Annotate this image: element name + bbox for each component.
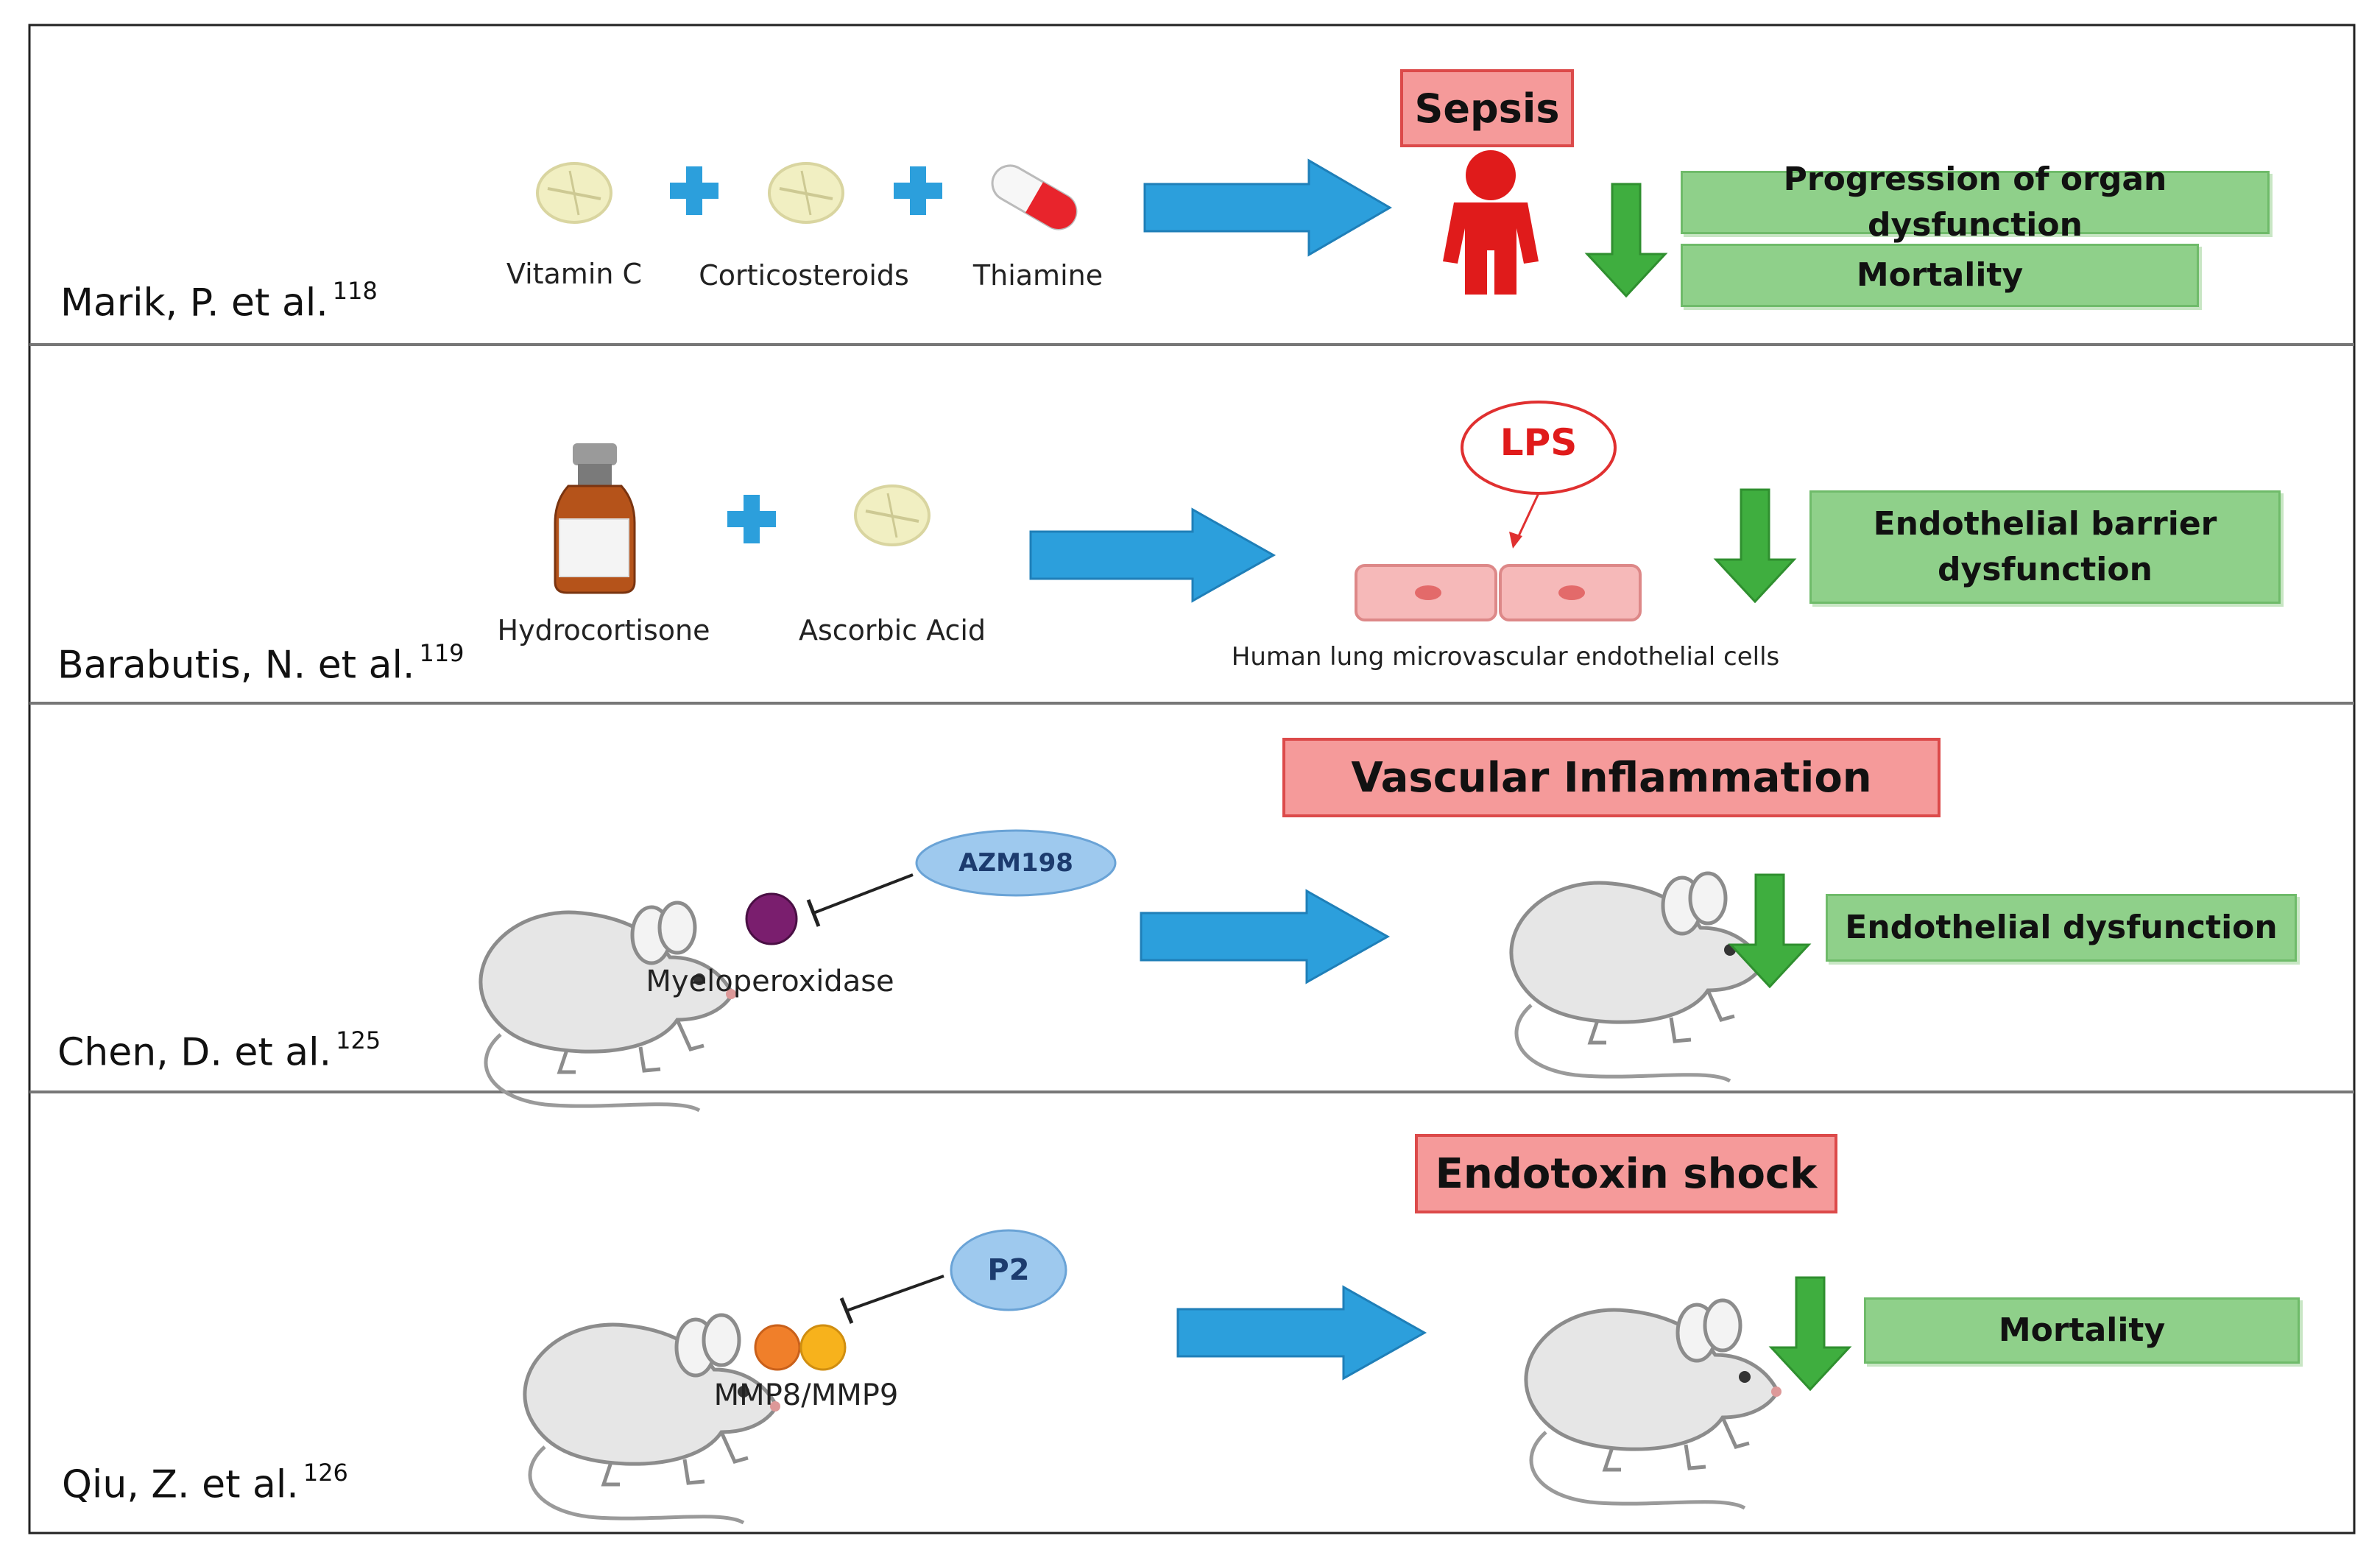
plus-icon [727,495,776,543]
reference-marik: Marik, P. et al.118 [60,277,378,325]
inhibition-bar [839,1297,854,1324]
flow-arrow [1140,889,1391,984]
flow-arrow [1176,1285,1427,1381]
mmp8-mmp9-label: MMP8/MMP9 [713,1378,899,1412]
corticosteroids-label: Corticosteroids [699,259,909,292]
reference-author: Barabutis, N. et al. [57,643,415,688]
thiamine-label: Thiamine [972,259,1104,292]
ascorbic-acid-label: Ascorbic Acid [798,614,986,646]
mouse-icon [481,903,736,1110]
ascorbic-acid-tablet-icon [854,484,931,546]
mmp8-sphere-icon [754,1324,801,1371]
hydrocortisone-vial-icon [554,443,636,594]
plus-icon [894,166,942,215]
mmp9-sphere-icon [799,1324,847,1371]
decrease-arrow-icon [1768,1276,1852,1392]
azm198-ellipse [915,829,1117,897]
flow-arrow [1143,158,1392,257]
lps-pointer-head [1509,532,1522,549]
endothelial-cells-icon [1355,564,1642,621]
reference-number: 126 [303,1459,348,1487]
reference-number: 119 [419,639,465,667]
myeloperoxidase-label: Myeloperoxidase [646,965,894,998]
corticosteroids-tablet-icon [768,162,844,224]
reference-chen: Chen, D. et al.125 [57,1026,381,1075]
mouse-icon [1511,873,1767,1081]
decrease-arrow-icon [1713,488,1797,604]
outcome-line: dysfunction [1938,551,2153,588]
outcome-mortality: Mortality [1681,244,2199,307]
mouse-icon [525,1315,780,1523]
inhibition-line [813,873,914,915]
outcome-line: Endothelial barrier [1873,505,2217,543]
hydrocortisone-label: Hydrocortisone [497,614,710,646]
vitamin-c-tablet-icon [536,162,612,224]
thiamine-capsule-icon [991,164,1078,230]
plus-icon [670,166,718,215]
outcome-organ-dysfunction: Progression of organ dysfunction [1681,161,2270,244]
reference-number: 118 [332,277,378,305]
sepsis-box: Sepsis [1400,69,1574,147]
reference-barabutis: Barabutis, N. et al.119 [57,639,465,688]
vascular-inflammation-box: Vascular Inflammation [1282,738,1941,817]
flow-arrow [1029,507,1276,603]
figure-frame [28,24,2356,1534]
mouse-icon [1526,1300,1782,1508]
reference-qiu: Qiu, Z. et al.126 [62,1459,348,1507]
decrease-arrow-icon [1728,873,1812,989]
myeloperoxidase-sphere-icon [745,892,798,945]
outcome-endothelial-dysfunction: Endothelial dysfunction [1826,894,2297,962]
vitamin-c-label: Vitamin C [506,258,643,290]
person-icon [1443,150,1539,295]
inhibition-line [846,1275,944,1312]
decrease-arrow-icon [1584,183,1668,298]
reference-author: Chen, D. et al. [57,1030,332,1075]
endotoxin-shock-box: Endotoxin shock [1415,1134,1837,1213]
reference-author: Qiu, Z. et al. [62,1462,299,1507]
lps-pointer [1516,493,1540,538]
reference-number: 125 [336,1026,381,1054]
p2-label: P2 [987,1253,1030,1287]
lps-label: LPS [1500,421,1578,464]
outcome-mortality: Mortality [1864,1297,2300,1364]
outcome-endothelial-barrier: Endothelial barrier dysfunction [1809,490,2281,604]
azm198-label: AZM198 [958,848,1073,878]
inhibition-bar [806,899,821,927]
reference-author: Marik, P. et al. [60,281,328,325]
p2-ellipse [950,1229,1067,1311]
cell-label: Human lung microvascular endothelial cel… [1231,642,1780,672]
